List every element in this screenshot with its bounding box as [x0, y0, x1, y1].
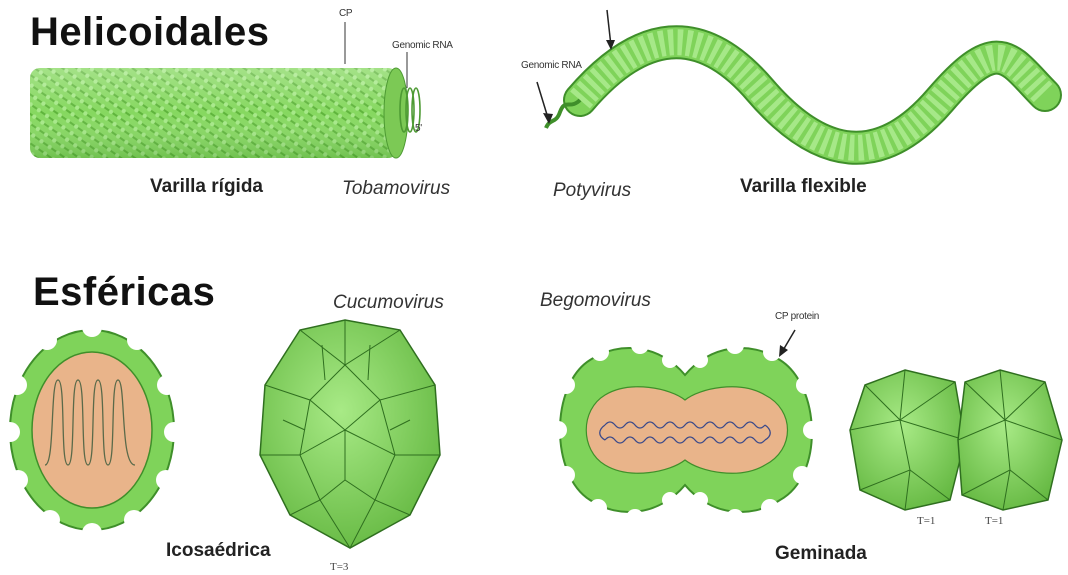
flexible-rod-label: Varilla flexible: [740, 176, 867, 198]
rigid-rod-label: Varilla rígida: [150, 176, 263, 198]
geminate-cross-section: [549, 330, 821, 527]
t1-left-label: T=1: [917, 515, 935, 527]
potyvirus-label: Potyvirus: [553, 180, 631, 202]
rigid-end-label: 5': [415, 123, 422, 134]
tobamovirus-label: Tobamovirus: [342, 178, 450, 200]
icosahedral-cross-section: [0, 317, 184, 543]
cucumovirus-capsid: [260, 320, 440, 548]
begomovirus-label: Begomovirus: [540, 290, 651, 312]
rigid-cp-label: CP: [339, 8, 352, 19]
geminate-label: Geminada: [775, 543, 867, 565]
geminate-twin-capsids: [850, 370, 1062, 510]
spherical-section-title: Esféricas: [33, 270, 215, 315]
helical-section-title: Helicoidales: [30, 10, 269, 55]
cp-protein-label: CP protein: [775, 311, 819, 322]
rigid-rna-label: Genomic RNA: [392, 40, 453, 51]
t1-right-label: T=1: [985, 515, 1003, 527]
t3-label: T=3: [330, 561, 348, 573]
icosahedral-label: Icosaédrica: [166, 540, 271, 562]
cucumovirus-label: Cucumovirus: [333, 292, 444, 314]
flexible-rna-label: Genomic RNA: [521, 60, 582, 71]
flexible-rod-virion: [537, 10, 1045, 148]
